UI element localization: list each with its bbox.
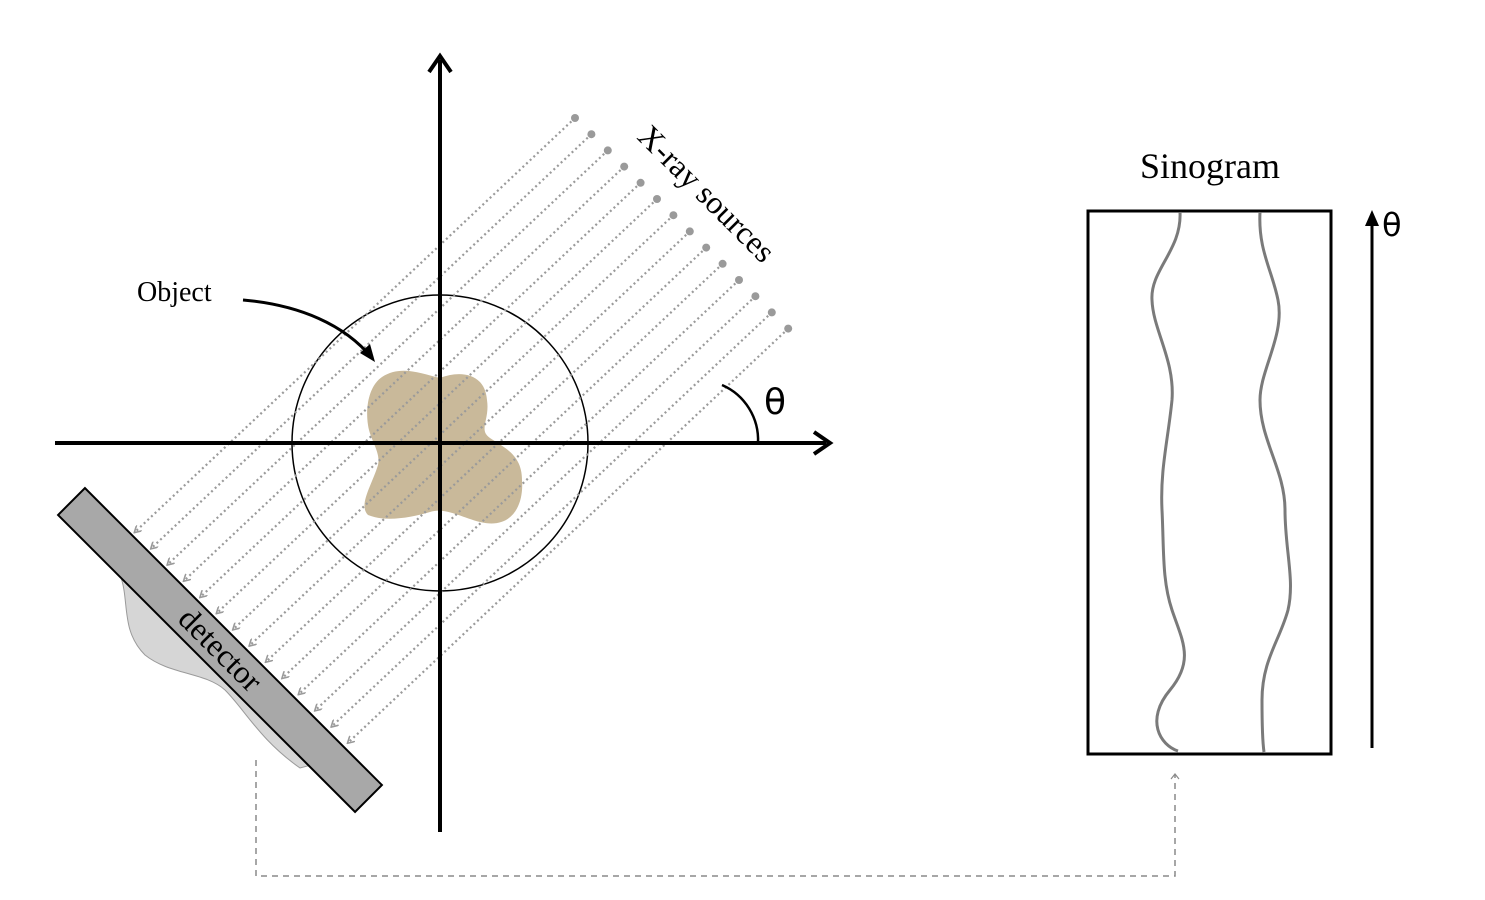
object-pointer-arrow — [242, 298, 374, 359]
xray-beam — [299, 279, 740, 694]
sinogram-curve-right — [1258, 211, 1292, 753]
xray-beam — [217, 198, 658, 613]
sinogram-theta-label: θ — [1382, 206, 1402, 244]
theta-arc — [721, 383, 760, 444]
xray-beam — [168, 149, 609, 564]
xray-beams — [135, 114, 793, 743]
sinogram-title: Sinogram — [1140, 146, 1280, 186]
xray-source-dot — [685, 227, 694, 236]
xray-beam — [233, 214, 675, 629]
xray-source-dot — [587, 130, 596, 139]
x-axis-arrowhead — [812, 430, 834, 456]
xray-source-dot — [571, 114, 579, 122]
y-axis-arrowhead — [427, 52, 453, 74]
xray-source-dot — [718, 259, 727, 268]
xray-beam — [151, 133, 593, 548]
xray-source-dot — [702, 243, 711, 252]
xray-source-dot — [751, 292, 760, 301]
xray-source-dot — [603, 146, 612, 155]
xray-beam — [332, 311, 773, 726]
detector: detector — [56, 486, 384, 814]
xray-beam — [184, 165, 625, 581]
object-label: Object — [137, 277, 212, 308]
xray-beam — [250, 230, 691, 645]
xray-beam — [348, 327, 789, 743]
sinogram-box — [1086, 209, 1333, 756]
xray-source-dot — [620, 162, 629, 171]
theta-label: θ — [764, 382, 786, 423]
xray-beam — [266, 246, 707, 662]
xray-beam — [315, 295, 757, 710]
xray-beam — [283, 262, 724, 678]
xray-source-dot — [767, 308, 776, 317]
xray-source-dot — [653, 195, 661, 203]
object-shape — [364, 370, 523, 524]
xray-source-dot — [669, 211, 678, 220]
xray-source-dot — [784, 324, 793, 333]
sinogram-curve-left — [1150, 211, 1186, 753]
xray-beam — [135, 117, 576, 532]
xray-beam — [201, 181, 642, 597]
detector-to-sinogram-connector — [255, 760, 1180, 877]
xray-source-dot — [636, 178, 645, 187]
xray-source-dot — [735, 276, 743, 284]
